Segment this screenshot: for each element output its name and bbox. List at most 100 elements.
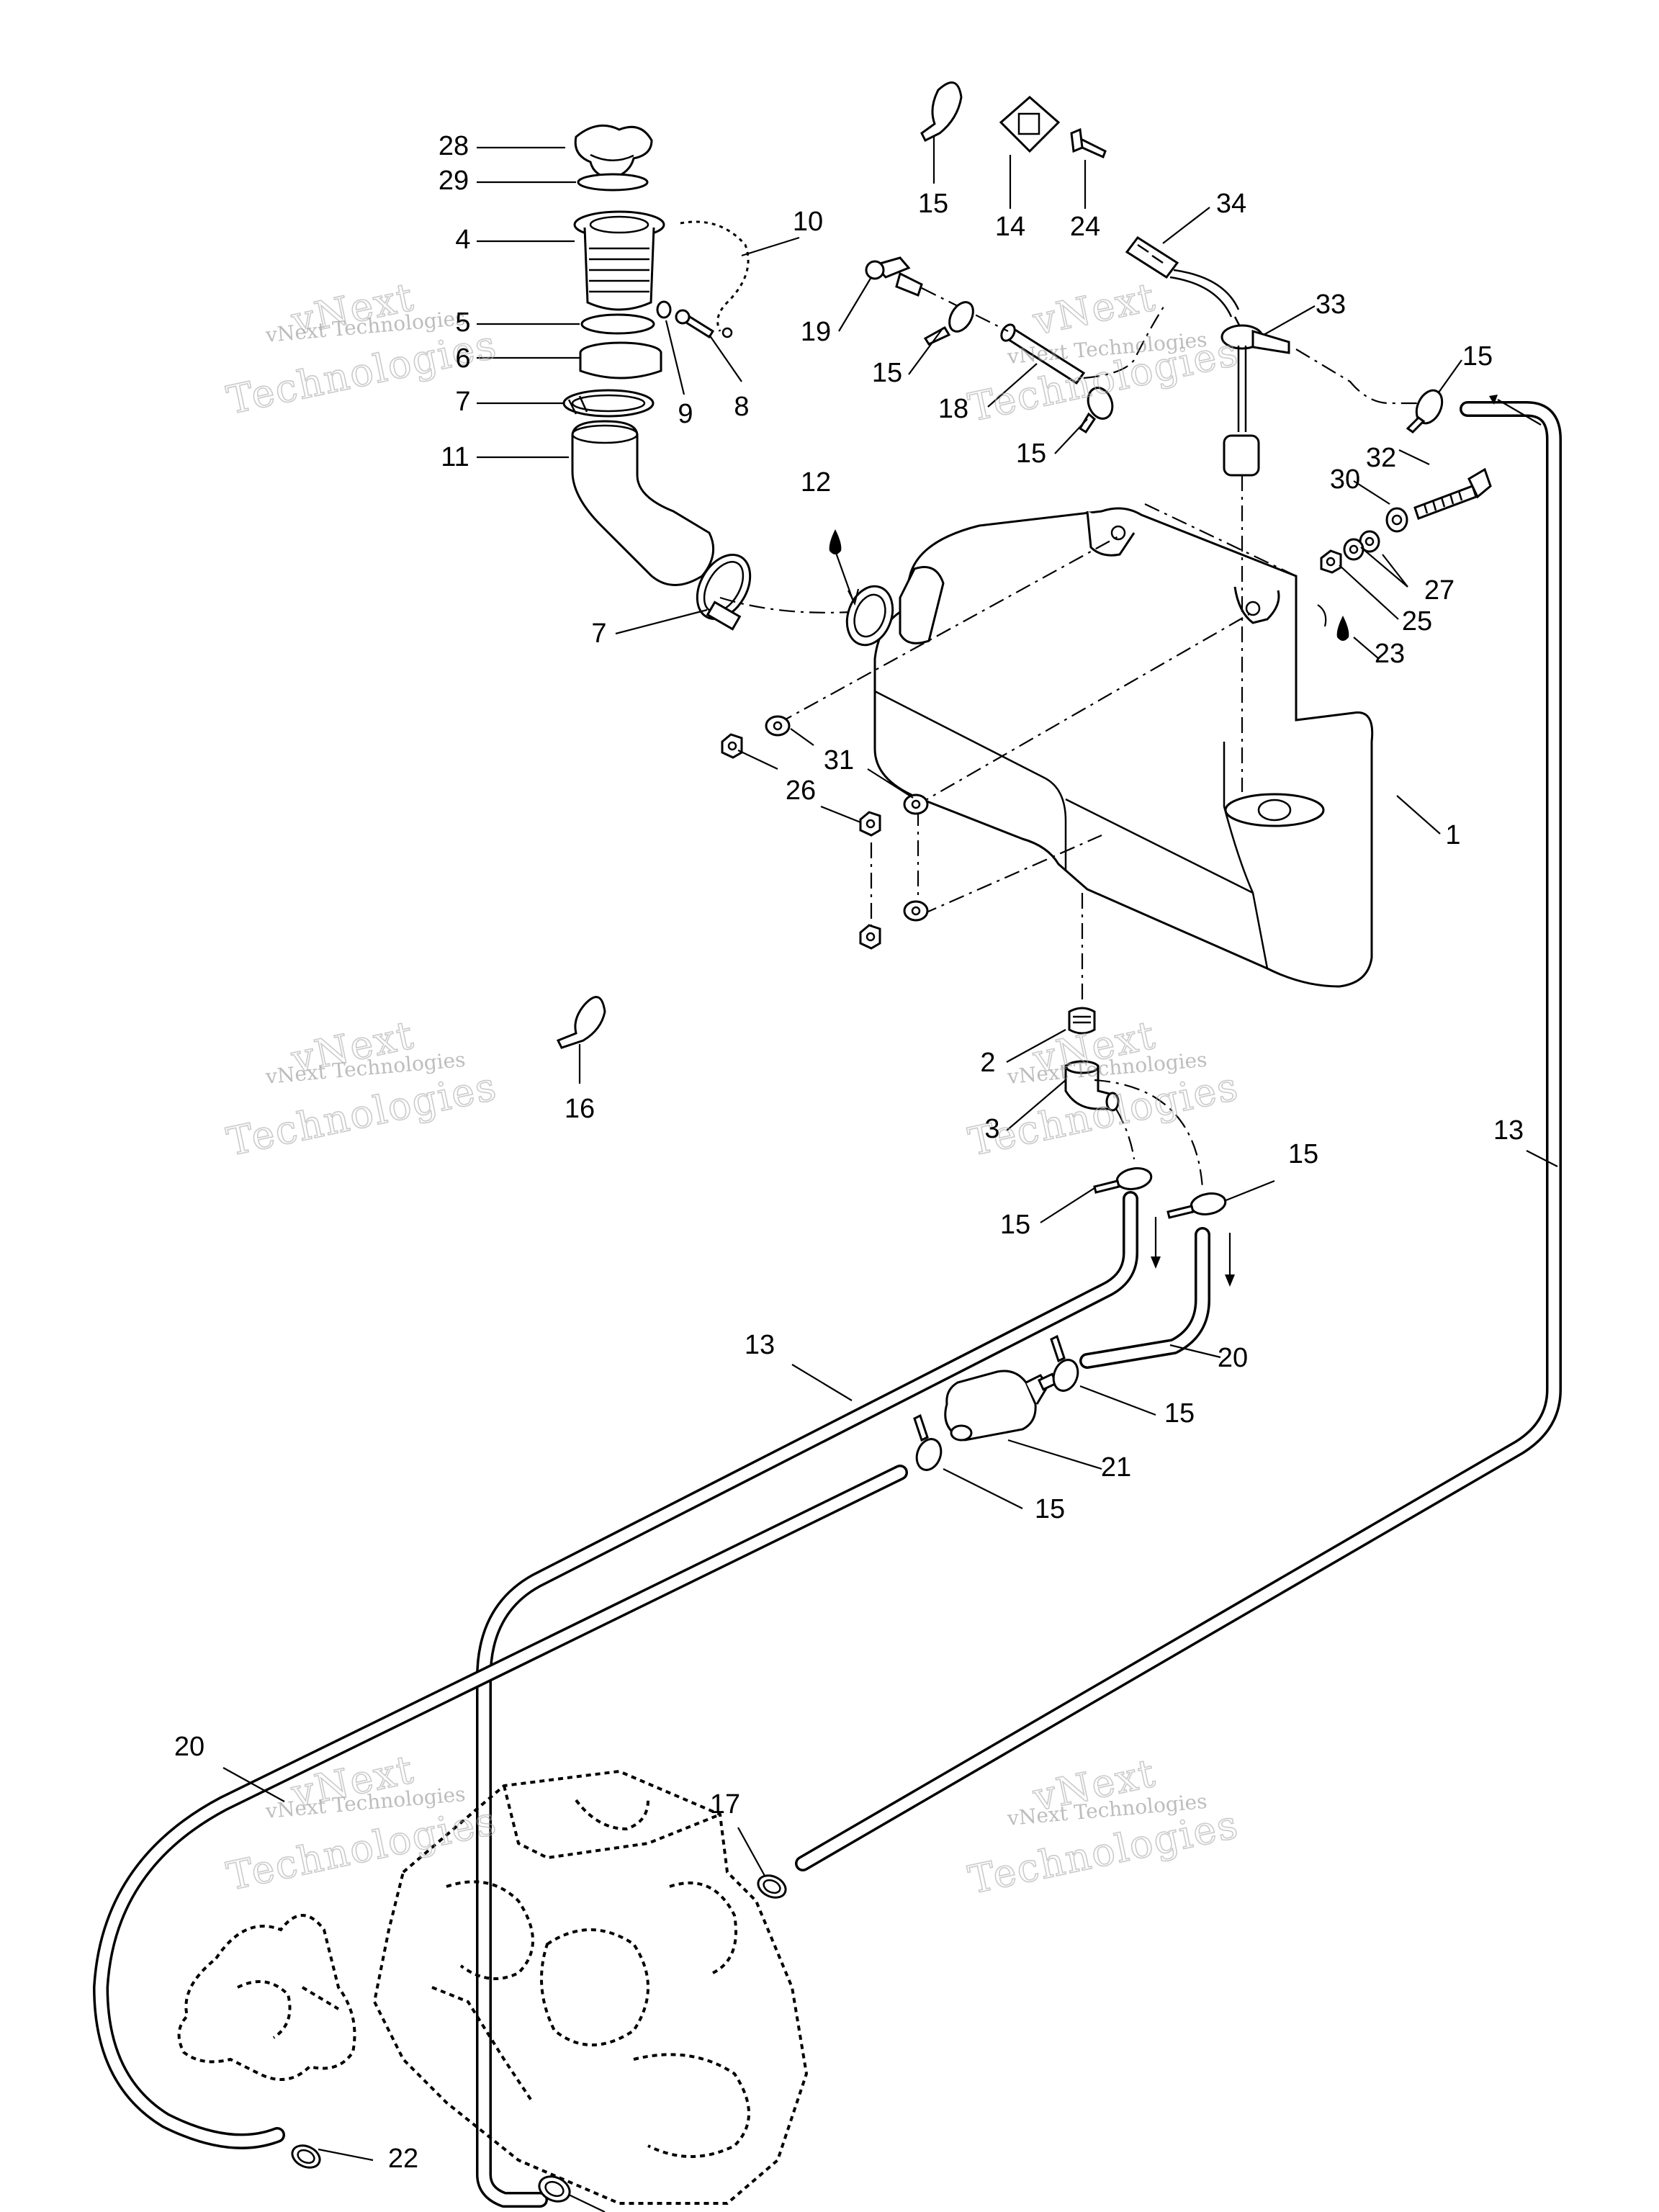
callout-5: 5 xyxy=(455,307,470,338)
clamp-15-vent-lower xyxy=(1078,387,1114,434)
callout-7-bottom: 7 xyxy=(591,619,606,649)
nut-26-top xyxy=(721,733,743,759)
elbow-fitting-3 xyxy=(1064,1060,1120,1112)
oil-tank-1 xyxy=(845,507,1374,988)
callout-4: 4 xyxy=(455,225,470,255)
callout-13-left: 13 xyxy=(745,1330,775,1360)
callout-15-drain-b: 15 xyxy=(1288,1139,1318,1169)
callout-30: 30 xyxy=(1330,464,1360,495)
filler-cap-28 xyxy=(574,124,653,180)
callout-28: 28 xyxy=(439,131,469,161)
mount-14 xyxy=(999,96,1061,153)
centerline-mount-1 xyxy=(777,536,1119,724)
callout-18: 18 xyxy=(938,394,968,424)
callout-34: 34 xyxy=(1216,189,1246,219)
level-sensor-33 xyxy=(1220,316,1290,477)
flow-arrow-down-2 xyxy=(1225,1233,1235,1287)
tether-chain-10 xyxy=(680,220,750,338)
oil-pump-phantom xyxy=(177,1914,356,2081)
callout-15-vent: 15 xyxy=(872,358,902,388)
centerline-mount-4 xyxy=(1144,503,1297,577)
flow-arrow-down-1 xyxy=(1151,1217,1161,1269)
flow-arrow-up xyxy=(1489,395,1542,426)
rivet-24 xyxy=(1070,127,1107,159)
loctite-drop-icon-12 xyxy=(829,529,842,554)
loctite-drop-icon-23 xyxy=(1336,616,1349,641)
screw-8 xyxy=(675,309,715,339)
hose-13-return-line xyxy=(795,401,1562,1871)
callout-22: 22 xyxy=(388,2144,418,2174)
callout-13-right: 13 xyxy=(1493,1115,1524,1146)
callout-15-vent-lower: 15 xyxy=(1016,439,1046,469)
hose-20-lower xyxy=(93,1465,908,2149)
clamp-15-return xyxy=(1406,389,1444,433)
callout-15-drain-a: 15 xyxy=(1000,1210,1030,1240)
vent-hose-18 xyxy=(1000,323,1086,385)
callout-6: 6 xyxy=(455,343,470,374)
callout-7-top: 7 xyxy=(455,387,470,417)
centerline-mount-2 xyxy=(914,611,1254,807)
gasket-5 xyxy=(580,313,655,335)
leader-lines xyxy=(222,137,1558,2212)
bolt-32 xyxy=(1413,467,1492,520)
cable-tie-16 xyxy=(556,996,606,1049)
cable-tie-15-top xyxy=(920,81,963,143)
callout-33: 33 xyxy=(1316,289,1346,320)
callout-14: 14 xyxy=(995,212,1025,242)
clamp-22 xyxy=(291,2144,321,2169)
centerline-filler xyxy=(719,596,850,613)
callout-24: 24 xyxy=(1070,212,1100,242)
clamp-15-drain-a xyxy=(1093,1167,1153,1194)
centerline-mount-3 xyxy=(921,834,1102,916)
centerline-vent-hose xyxy=(1094,1079,1204,1189)
callout-26: 26 xyxy=(786,775,816,806)
filler-neck-4 xyxy=(573,210,665,311)
callout-8: 8 xyxy=(734,392,749,422)
washer-31-mid xyxy=(903,793,929,815)
vent-fitting-19 xyxy=(865,256,923,297)
clamp-7-top xyxy=(562,389,655,418)
callout-10: 10 xyxy=(793,207,823,237)
washer-31-bottom xyxy=(903,900,929,922)
hose-13-supply-line xyxy=(476,1191,1138,2208)
clamp-7-bottom xyxy=(696,553,752,631)
callout-32: 32 xyxy=(1366,443,1396,473)
callout-15-filter-out: 15 xyxy=(1164,1398,1195,1429)
callout-29: 29 xyxy=(439,166,469,196)
callout-15-top: 15 xyxy=(918,189,948,219)
callout-31: 31 xyxy=(824,745,854,775)
callout-23: 23 xyxy=(1375,639,1405,669)
washer-27-b xyxy=(1343,538,1364,561)
clamp-17 xyxy=(757,1874,787,1899)
cap-gasket-29 xyxy=(577,173,649,192)
callout-12: 12 xyxy=(801,467,831,498)
callout-25: 25 xyxy=(1402,606,1432,637)
callout-20-upper: 20 xyxy=(1218,1343,1248,1373)
callout-15-filter-in: 15 xyxy=(1035,1494,1065,1524)
callout-9: 9 xyxy=(678,399,693,429)
callout-16: 16 xyxy=(565,1094,595,1124)
callout-1: 1 xyxy=(1445,820,1460,850)
centerline-vent-sensor xyxy=(1083,302,1167,379)
callout-15-return: 15 xyxy=(1462,341,1493,372)
fitting-2 xyxy=(1068,1007,1096,1035)
callout-20-lower: 20 xyxy=(174,1732,204,1762)
centerline-sensor-vent xyxy=(1295,349,1433,405)
clamp-15-filter-in xyxy=(913,1413,943,1471)
callout-21: 21 xyxy=(1101,1452,1131,1483)
callout-2: 2 xyxy=(980,1048,995,1078)
callout-11: 11 xyxy=(441,442,469,472)
callout-27: 27 xyxy=(1424,575,1455,606)
inline-filter-21 xyxy=(944,1370,1058,1442)
nut-26-bottom xyxy=(859,924,881,950)
nut-26-mid xyxy=(859,811,881,837)
callout-labels: 28 29 4 10 5 6 7 9 8 11 7 12 15 14 24 34… xyxy=(174,131,1524,2174)
clamp-15-drain-b xyxy=(1166,1192,1227,1219)
engine-phantom xyxy=(372,1769,809,2205)
centerline-drain-hose xyxy=(1115,1108,1136,1160)
hose-elbow-11 xyxy=(571,420,715,586)
callout-3: 3 xyxy=(984,1114,999,1144)
callout-17: 17 xyxy=(710,1789,740,1820)
nut-6 xyxy=(579,341,662,379)
